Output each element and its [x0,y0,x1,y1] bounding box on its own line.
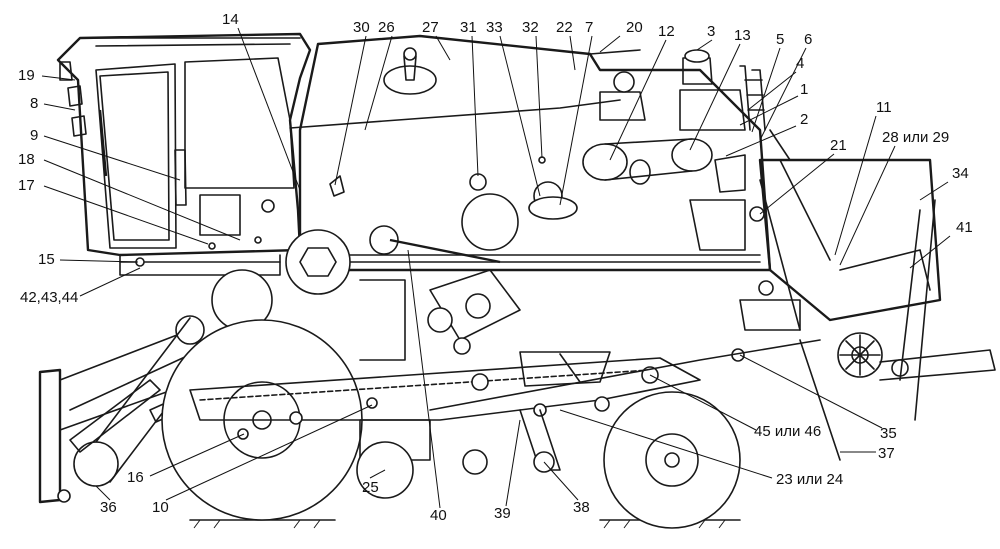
callout-label-l41: 41 [956,219,973,236]
callout-label-l40: 40 [430,507,447,524]
leader-line-l8 [43,103,76,111]
leader-line-l25 [369,469,386,479]
cab-front-window [95,63,177,249]
leader-line-l39 [505,419,521,507]
callout-label-l23: 23 или 24 [776,471,843,488]
leader-line-l19 [41,75,76,81]
callout-label-l4: 4 [796,55,804,72]
callout-label-l1: 1 [800,81,808,98]
leader-line-l36 [95,485,111,501]
leader-lines [41,27,951,509]
callout-label-l37: 37 [878,445,895,462]
leader-line-l32 [535,35,543,159]
callout-label-l15: 15 [38,251,55,268]
callout-label-l13: 13 [734,27,751,44]
callout-label-l19: 19 [18,67,35,84]
leader-line-l16 [149,433,245,477]
leader-line-l1 [739,95,799,126]
callout-label-l14: 14 [222,11,239,28]
callout-label-l10: 10 [152,499,169,516]
callout-label-l17: 17 [18,177,35,194]
leader-line-l33 [499,35,541,197]
leader-line-l28 [839,145,896,266]
leader-line-l7 [559,35,593,206]
callout-label-l45: 45 или 46 [754,423,821,440]
callout-label-l39: 39 [494,505,511,522]
leader-line-l45 [649,374,757,431]
callout-label-l33: 33 [486,19,503,36]
leader-line-l40 [407,249,441,509]
leader-line-l5 [751,47,781,133]
callout-label-l16: 16 [127,469,144,486]
callout-label-l26: 26 [378,19,395,36]
callout-label-l32: 32 [522,19,539,36]
callout-label-l36: 36 [100,499,117,516]
leader-line-l21 [759,153,835,215]
leader-line-l20 [599,35,621,53]
callout-label-l7: 7 [585,19,593,36]
operator-cab [56,32,312,276]
leader-line-l30 [334,35,367,186]
leader-line-l15 [59,259,139,263]
leader-line-l17 [43,185,209,245]
callout-label-l20: 20 [626,19,643,36]
callout-label-l12: 12 [658,23,675,40]
callout-label-l2: 2 [800,111,808,128]
callout-label-l35: 35 [880,425,897,442]
leader-line-l3 [696,39,713,51]
leader-line-l6 [759,47,807,141]
leader-line-l4 [747,71,797,111]
callout-label-l38: 38 [573,499,590,516]
callout-label-l11: 11 [876,99,892,116]
callout-label-l42: 42,43,44 [20,289,78,306]
engine-compartment [582,49,766,251]
leader-line-l10 [165,404,373,501]
callout-label-l5: 5 [776,31,784,48]
leader-line-l23 [559,409,773,479]
callout-label-l34: 34 [952,165,969,182]
callout-label-l28: 28 или 29 [882,129,949,146]
callout-label-l27: 27 [422,19,439,36]
leader-line-l14 [237,27,301,191]
leader-line-l34 [919,181,949,201]
callout-label-l18: 18 [18,151,35,168]
callout-label-l9: 9 [30,127,38,144]
leader-line-l27 [435,35,451,61]
threshing-unit [285,181,578,361]
leader-line-l42 [79,267,141,297]
leader-line-l11 [834,115,877,256]
callout-label-l30: 30 [353,19,370,36]
callout-label-l25: 25 [362,479,379,496]
leader-line-l2 [725,125,797,157]
leader-line-l13 [689,43,741,151]
leader-line-l26 [364,35,393,131]
callout-label-l31: 31 [460,19,477,36]
callout-label-l8: 8 [30,95,38,112]
callout-label-l3: 3 [707,23,715,40]
leader-line-l35 [739,354,883,429]
leader-line-l18 [43,159,241,241]
callout-label-l6: 6 [804,31,812,48]
leader-line-l12 [609,39,667,161]
leader-line-l38 [543,461,579,501]
leader-line-l9 [43,135,181,181]
leader-line-l41 [909,235,951,269]
callout-label-l22: 22 [556,19,573,36]
callout-label-l21: 21 [830,137,847,154]
rear-wheel [603,391,741,529]
leader-line-l31 [471,35,479,177]
cab-side-window [184,57,295,189]
leader-line-l22 [569,35,576,71]
